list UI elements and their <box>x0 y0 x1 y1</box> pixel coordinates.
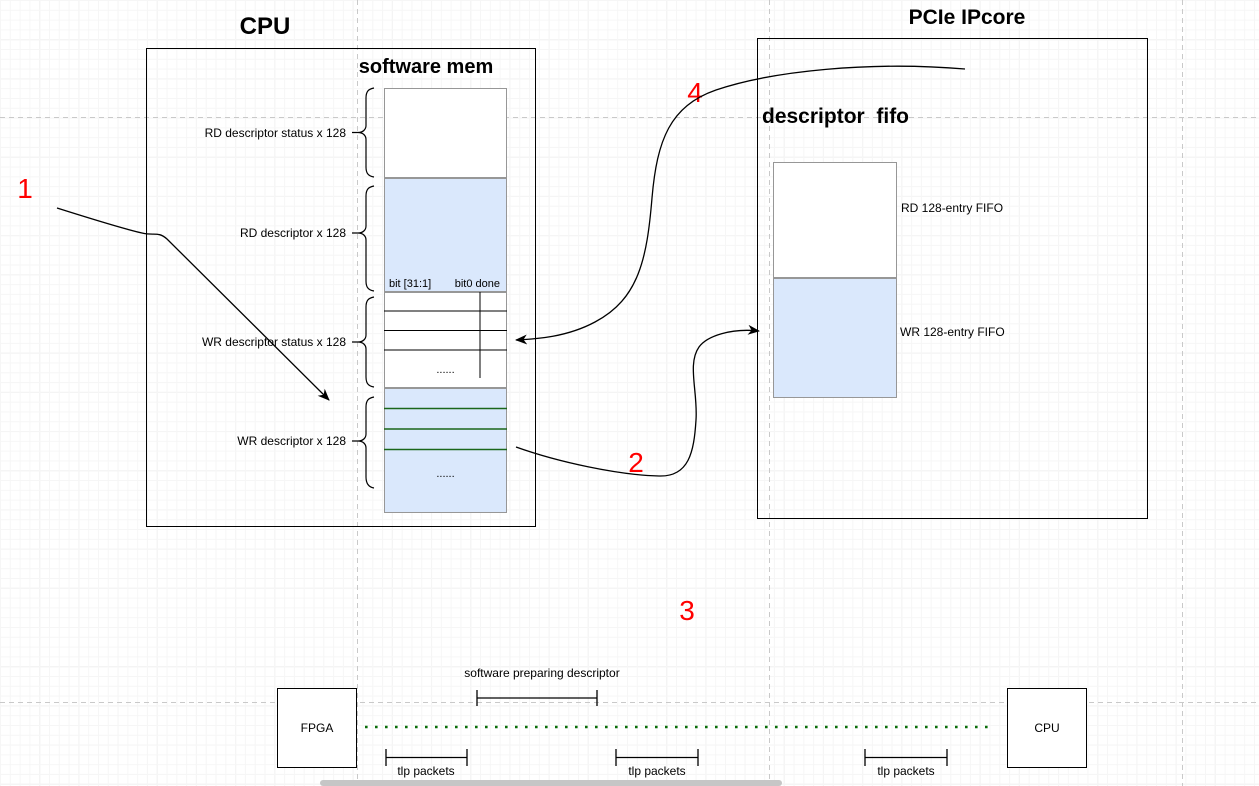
step-1-label: 1 <box>17 173 33 204</box>
tlp-packets-label-1: tlp packets <box>397 764 455 778</box>
wr-descriptor-ellipsis: ...... <box>436 468 455 480</box>
fpga-node-label: FPGA <box>300 721 334 735</box>
mem-section-wr-descriptor-status: ...... <box>384 292 507 388</box>
wr-descriptor-label: WR descriptor x 128 <box>237 434 346 448</box>
rd-fifo-label: RD 128-entry FIFO <box>901 201 1004 215</box>
wr-descriptor-status-label: WR descriptor status x 128 <box>201 335 346 349</box>
step-4-label: 4 <box>687 77 703 108</box>
step-2-label: 2 <box>628 447 644 478</box>
prepare-interval-bracket <box>476 690 598 706</box>
fifo-section-wr <box>773 278 897 398</box>
fpga-node-box: FPGA <box>277 688 357 768</box>
bit-field-row: bit [31:1] bit0 done <box>385 278 506 290</box>
cpu-title: CPU <box>239 13 291 40</box>
wr-fifo-label: WR 128-entry FIFO <box>900 325 1005 339</box>
descriptor-fifo-title: descriptor fifo <box>762 105 910 128</box>
cpu-node-label: CPU <box>1034 721 1060 735</box>
tlp-packets-label-2: tlp packets <box>628 764 686 778</box>
bit0-done-label: bit0 done <box>454 278 500 290</box>
horizontal-scrollbar-thumb[interactable] <box>320 780 782 786</box>
fifo-section-rd <box>773 162 897 278</box>
pcie-ipcore-title: PCIe IPcore <box>908 6 1026 29</box>
step-3-label: 3 <box>679 595 695 626</box>
mem-section-rd-descriptor: bit [31:1] bit0 done <box>384 178 507 292</box>
wr-status-ellipsis: ...... <box>436 364 455 376</box>
cpu-node-box: CPU <box>1007 688 1087 768</box>
rd-descriptor-status-label: RD descriptor status x 128 <box>204 126 346 140</box>
software-preparing-descriptor-label: software preparing descriptor <box>464 666 620 680</box>
bit-high-label: bit [31:1] <box>389 278 432 290</box>
tlp-packets-label-3: tlp packets <box>877 764 935 778</box>
mem-section-rd-descriptor-status <box>384 88 507 178</box>
rd-descriptor-label: RD descriptor x 128 <box>239 226 346 240</box>
software-mem-title: software mem <box>358 56 494 78</box>
mem-section-wr-descriptor: ...... <box>384 388 507 513</box>
